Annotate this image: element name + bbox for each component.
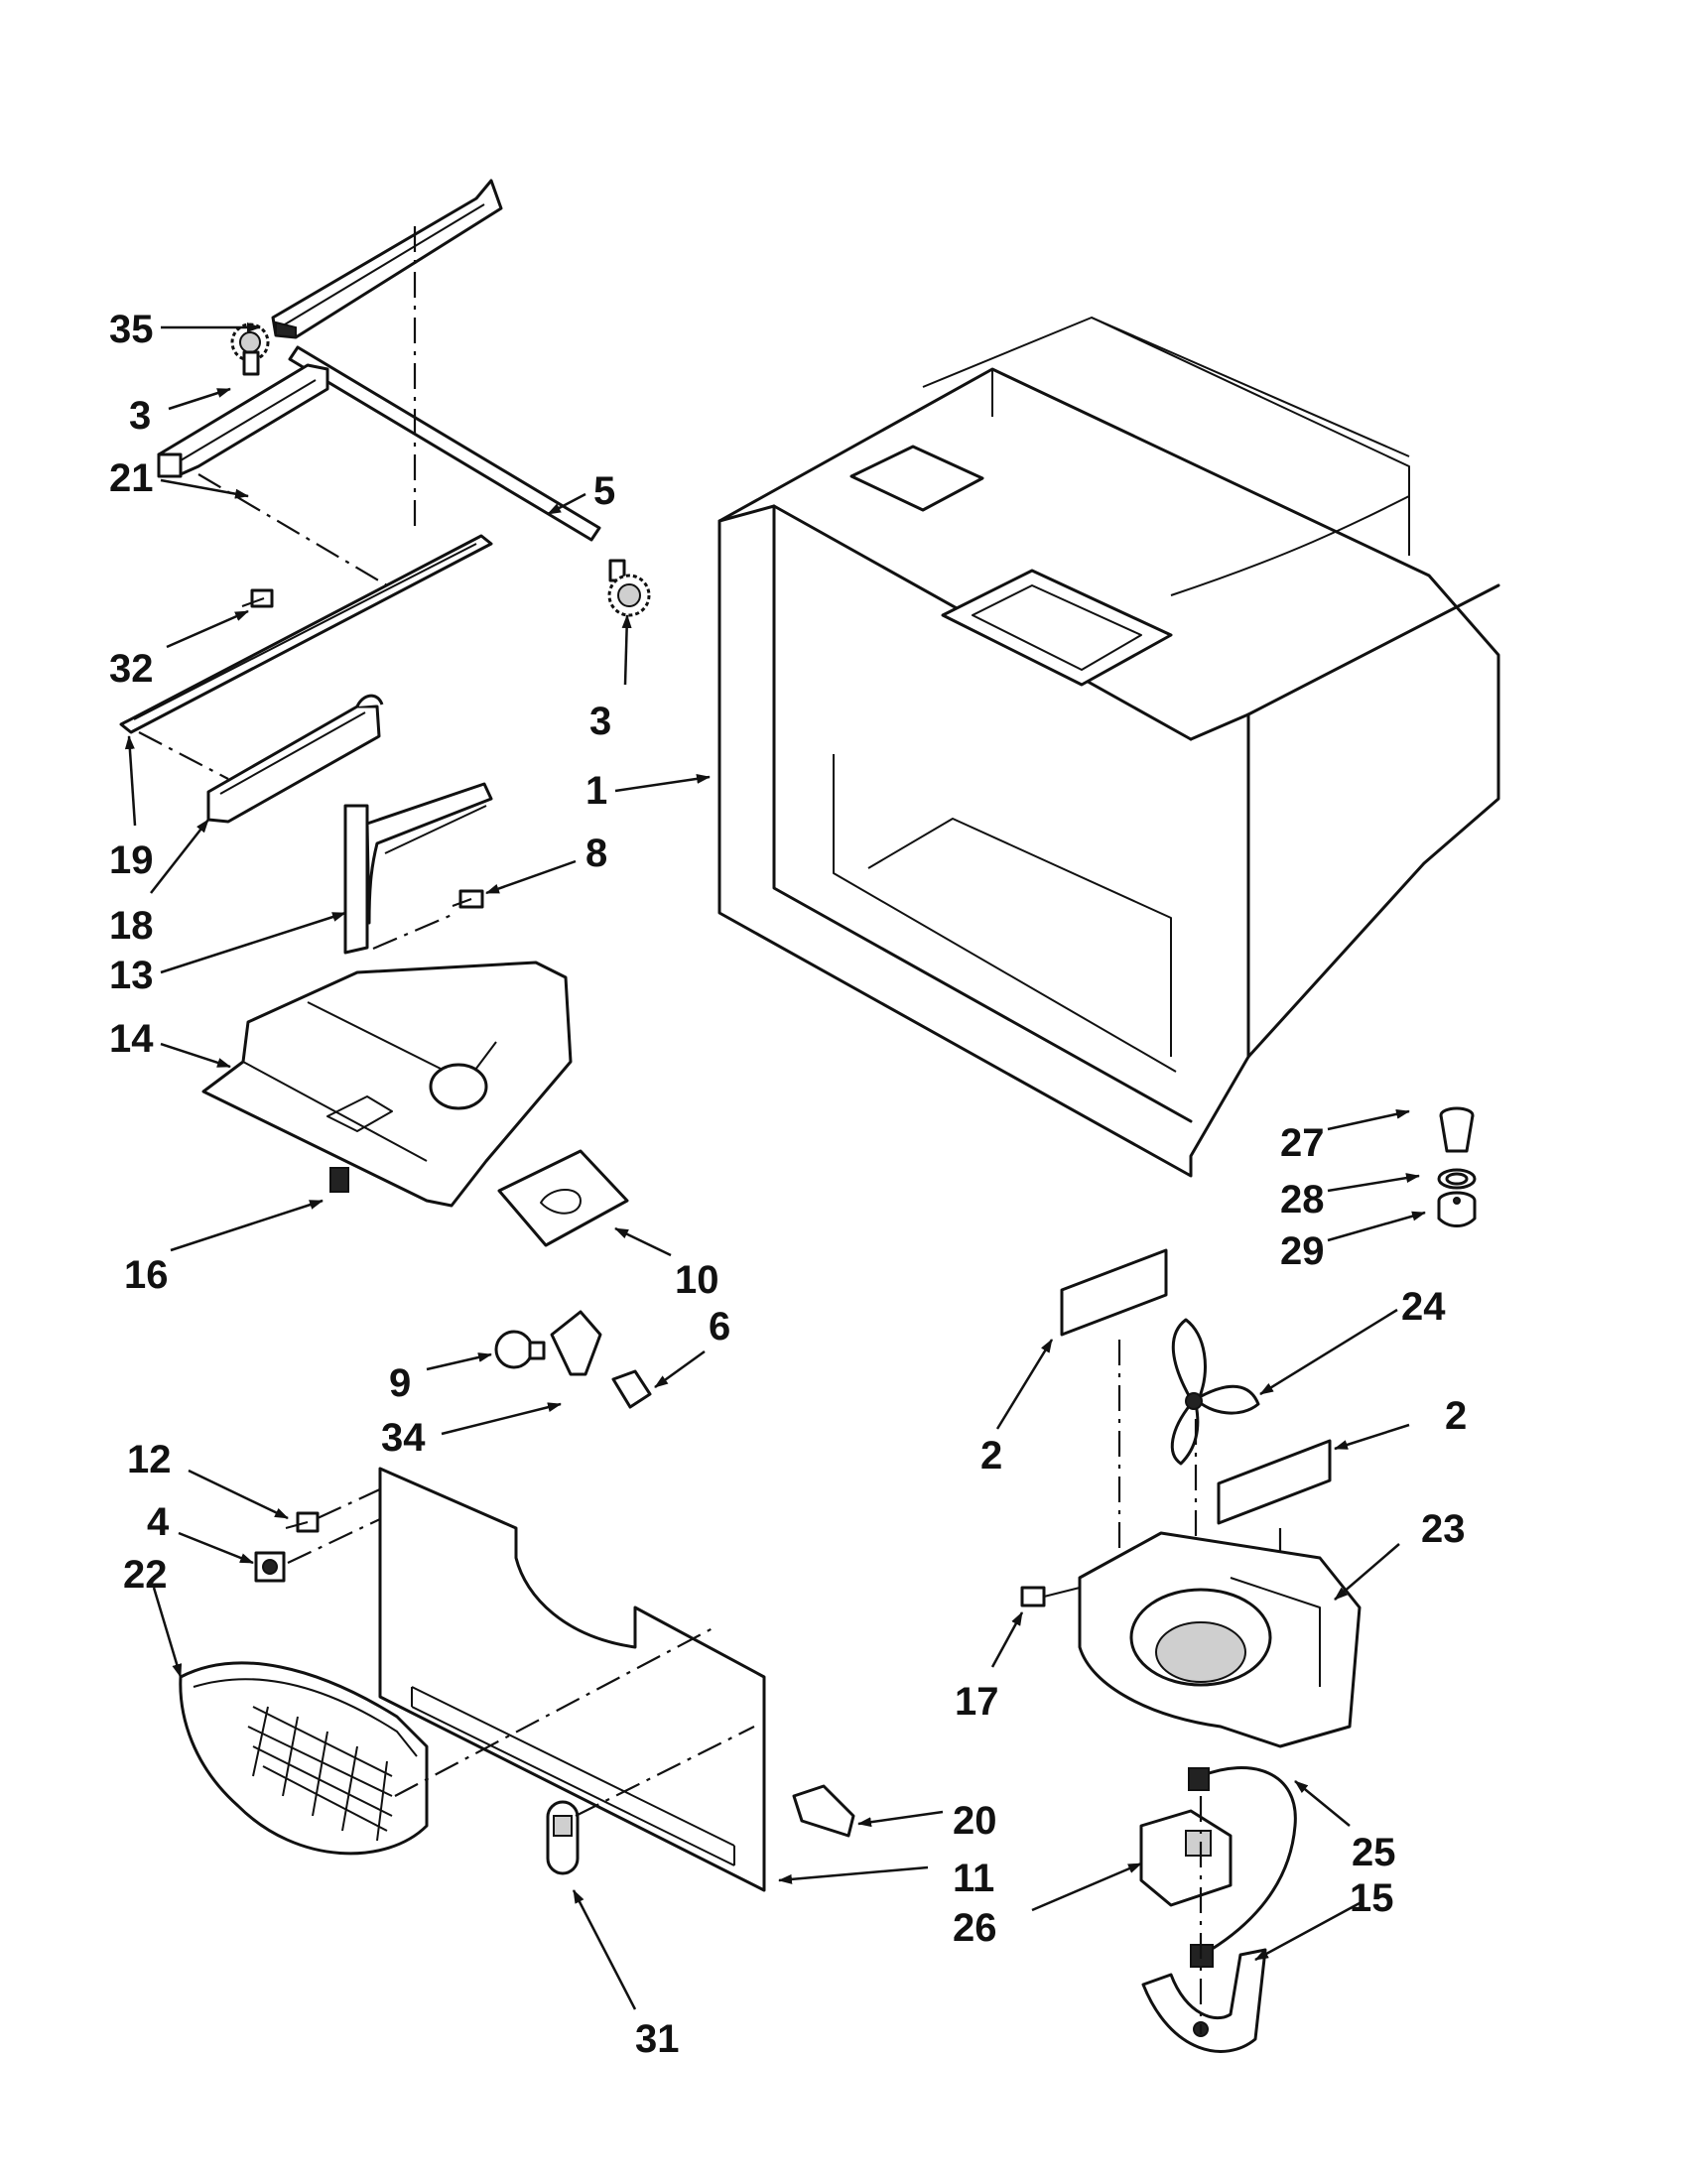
callout-3-top: 3: [129, 394, 151, 438]
callout-15: 15: [1350, 1876, 1394, 1920]
part-19-slide-rail: [119, 534, 493, 734]
part-34-socket: [550, 1310, 602, 1376]
callout-12: 12: [127, 1438, 172, 1481]
callout-13: 13: [109, 954, 154, 997]
part-9-light-bulb: [494, 1330, 546, 1369]
part-32-screw: [241, 588, 274, 608]
part-13-bracket: [343, 782, 493, 955]
callout-23: 23: [1421, 1507, 1466, 1551]
callout-2-left: 2: [980, 1434, 1002, 1477]
callout-1: 1: [585, 769, 607, 813]
centerline-grille: [394, 1626, 715, 1797]
callout-3-lower: 3: [589, 700, 611, 743]
callout-11: 11: [953, 1857, 994, 1900]
part-2-block-upper: [1060, 1248, 1168, 1337]
part-28-washer: [1437, 1168, 1477, 1190]
callout-28: 28: [1280, 1178, 1325, 1221]
callout-21: 21: [109, 456, 154, 500]
leader-lines: [124, 322, 1426, 2010]
centerline-slide: [138, 731, 229, 780]
part-4-bracket: [254, 1551, 286, 1583]
callout-14: 14: [109, 1017, 154, 1061]
callout-19: 19: [109, 838, 154, 882]
callout-5: 5: [593, 469, 615, 513]
part-10-gasket: [497, 1149, 629, 1247]
centerline-screw-12: [317, 1487, 383, 1519]
part-24-fan-blade: [1170, 1318, 1260, 1466]
part-29-cap: [1437, 1191, 1477, 1227]
part-3-gear-top: [230, 322, 270, 376]
part-5-shaft: [288, 345, 601, 542]
callout-26: 26: [953, 1906, 997, 1950]
centerline-bracket: [197, 473, 388, 586]
part-27-damper: [1439, 1106, 1475, 1153]
part-16-clip: [329, 1167, 349, 1193]
part-1-liner: [717, 317, 1500, 1178]
callout-10: 10: [675, 1258, 719, 1302]
part-17-screw: [1020, 1586, 1081, 1607]
part-3-gear-lower: [607, 559, 651, 617]
callout-4: 4: [147, 1500, 170, 1544]
part-35-rail: [271, 179, 503, 339]
callout-35: 35: [109, 308, 154, 351]
callout-32: 32: [109, 647, 154, 691]
callout-31: 31: [635, 2017, 680, 2061]
callout-20: 20: [953, 1799, 997, 1843]
callout-24: 24: [1401, 1285, 1446, 1329]
callout-6: 6: [709, 1305, 730, 1349]
part-25-wire-harness: [1188, 1766, 1297, 1952]
callout-labels: 35 3 21 5 32 3 1 19 18 8 13 14 27 28 29 …: [109, 308, 1467, 2061]
part-12-screw: [285, 1511, 320, 1533]
callout-34: 34: [381, 1416, 426, 1460]
part-18-bracket: [206, 694, 384, 824]
part-15-motor-bracket: [1141, 1944, 1267, 2053]
callout-27: 27: [1280, 1121, 1325, 1165]
callout-29: 29: [1280, 1229, 1325, 1273]
callout-25: 25: [1352, 1831, 1396, 1874]
part-20-strip: [792, 1784, 855, 1838]
callout-18: 18: [109, 904, 154, 948]
part-11-panel: [378, 1467, 766, 1892]
part-22-grille: [179, 1661, 429, 1856]
part-21-bracket: [157, 363, 329, 478]
callout-16: 16: [124, 1253, 169, 1297]
centerline-bracket-4: [287, 1517, 383, 1564]
centerline-screw-8: [372, 911, 457, 951]
callout-8: 8: [585, 832, 607, 875]
part-26-fan-motor: [1139, 1809, 1233, 1907]
callout-2-right: 2: [1445, 1394, 1467, 1438]
part-31-clip: [546, 1800, 580, 1875]
callout-17: 17: [955, 1680, 999, 1724]
part-8-screw: [452, 889, 484, 909]
part-23-fan-housing: [1078, 1531, 1362, 1748]
callout-9: 9: [389, 1361, 411, 1405]
callout-22: 22: [123, 1553, 168, 1597]
part-14-tray: [201, 961, 573, 1208]
part-2-block-lower: [1217, 1439, 1332, 1525]
centerline-clip-31: [575, 1726, 755, 1817]
part-6-clip: [611, 1369, 652, 1409]
